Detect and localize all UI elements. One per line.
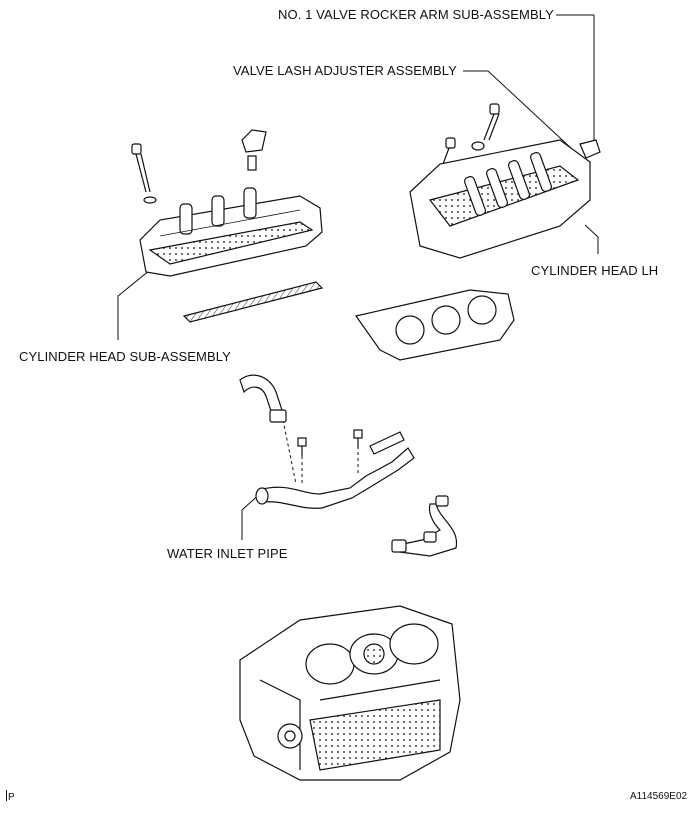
leader-gasket-dashed [282, 419, 297, 485]
corner-mark-left-text: P [8, 792, 15, 803]
leader-cylinder-head-sub [117, 269, 151, 340]
leader-cylinder-head-lh [584, 224, 599, 254]
label-rocker-arm: NO. 1 VALVE ROCKER ARM SUB-ASSEMBLY [278, 7, 554, 22]
cylinder-head-sub-assembly [131, 129, 324, 323]
corner-mark-left: P [6, 790, 15, 803]
figure-code: A114569E02 [630, 791, 688, 802]
label-cylinder-head-lh: CYLINDER HEAD LH [531, 263, 659, 278]
leader-water-inlet-pipe [241, 491, 263, 540]
cylinder-block [239, 605, 461, 781]
leader-lines [117, 14, 599, 540]
water-inlet-pipe-part [239, 374, 458, 557]
label-cylinder-head-sub: CYLINDER HEAD SUB-ASSEMBLY [19, 349, 231, 364]
cylinder-head-lh [354, 103, 601, 361]
leader-lash-adjuster [463, 70, 587, 163]
label-lash-adjuster: VALVE LASH ADJUSTER ASSEMBLY [233, 63, 457, 78]
leader-rocker-arm [556, 14, 595, 140]
label-water-inlet-pipe: WATER INLET PIPE [167, 546, 288, 561]
